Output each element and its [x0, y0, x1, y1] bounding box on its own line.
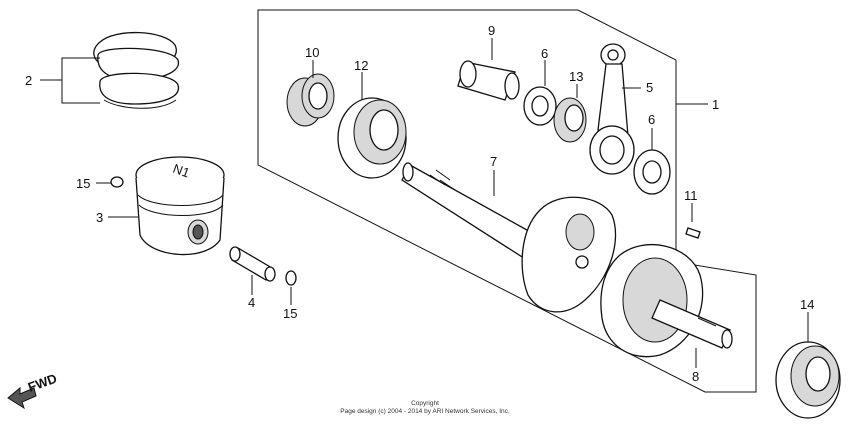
callout-15-lower: 15: [283, 306, 297, 321]
copyright-notice: Page design (c) 2004 - 2014 by ARI Netwo…: [340, 408, 510, 415]
thrust-washer-upper[interactable]: [523, 86, 557, 126]
piston-pin-clip-upper[interactable]: [110, 176, 124, 188]
woodruff-key[interactable]: [685, 227, 701, 239]
callout-13: 13: [569, 69, 583, 84]
callout-8: 8: [692, 369, 699, 384]
callout-3: 3: [96, 210, 103, 225]
piston-mark: N1: [171, 161, 192, 181]
callout-6-lower: 6: [648, 112, 655, 127]
callout-14: 14: [800, 297, 814, 312]
copyright-heading: Copyright: [411, 400, 439, 407]
callout-9: 9: [488, 23, 495, 38]
crankshaft-assembly-outline: [257, 9, 757, 393]
callout-15-upper: 15: [76, 176, 90, 191]
thrust-washer-lower[interactable]: [633, 149, 671, 195]
forward-arrow-icon: [7, 386, 37, 410]
main-bearing-left[interactable]: [337, 97, 407, 179]
callout-7: 7: [490, 154, 497, 169]
crank-pin[interactable]: [457, 60, 520, 101]
piston-pin[interactable]: [229, 246, 276, 282]
callout-12: 12: [354, 58, 368, 73]
callout-4: 4: [248, 295, 255, 310]
callout-6-upper: 6: [541, 46, 548, 61]
connecting-rod[interactable]: [589, 43, 635, 175]
piston-pin-clip-lower[interactable]: [285, 270, 297, 286]
crankshaft-right[interactable]: [600, 243, 733, 358]
callout-10: 10: [305, 45, 319, 60]
fwd-label: FWD: [26, 371, 59, 395]
needle-bearing-small-end[interactable]: [286, 73, 335, 127]
piston[interactable]: N1: [135, 156, 225, 256]
main-bearing-right[interactable]: [775, 341, 841, 419]
callout-2: 2: [25, 73, 32, 88]
crankshaft-left[interactable]: [401, 162, 617, 313]
leader-lines: [40, 38, 809, 368]
needle-bearing-big-end[interactable]: [553, 97, 587, 143]
callout-11: 11: [684, 188, 698, 203]
forward-direction-indicator: FWD: [7, 371, 59, 410]
callout-5: 5: [646, 80, 653, 95]
piston-rings[interactable]: [93, 31, 179, 109]
callout-1: 1: [712, 97, 719, 112]
